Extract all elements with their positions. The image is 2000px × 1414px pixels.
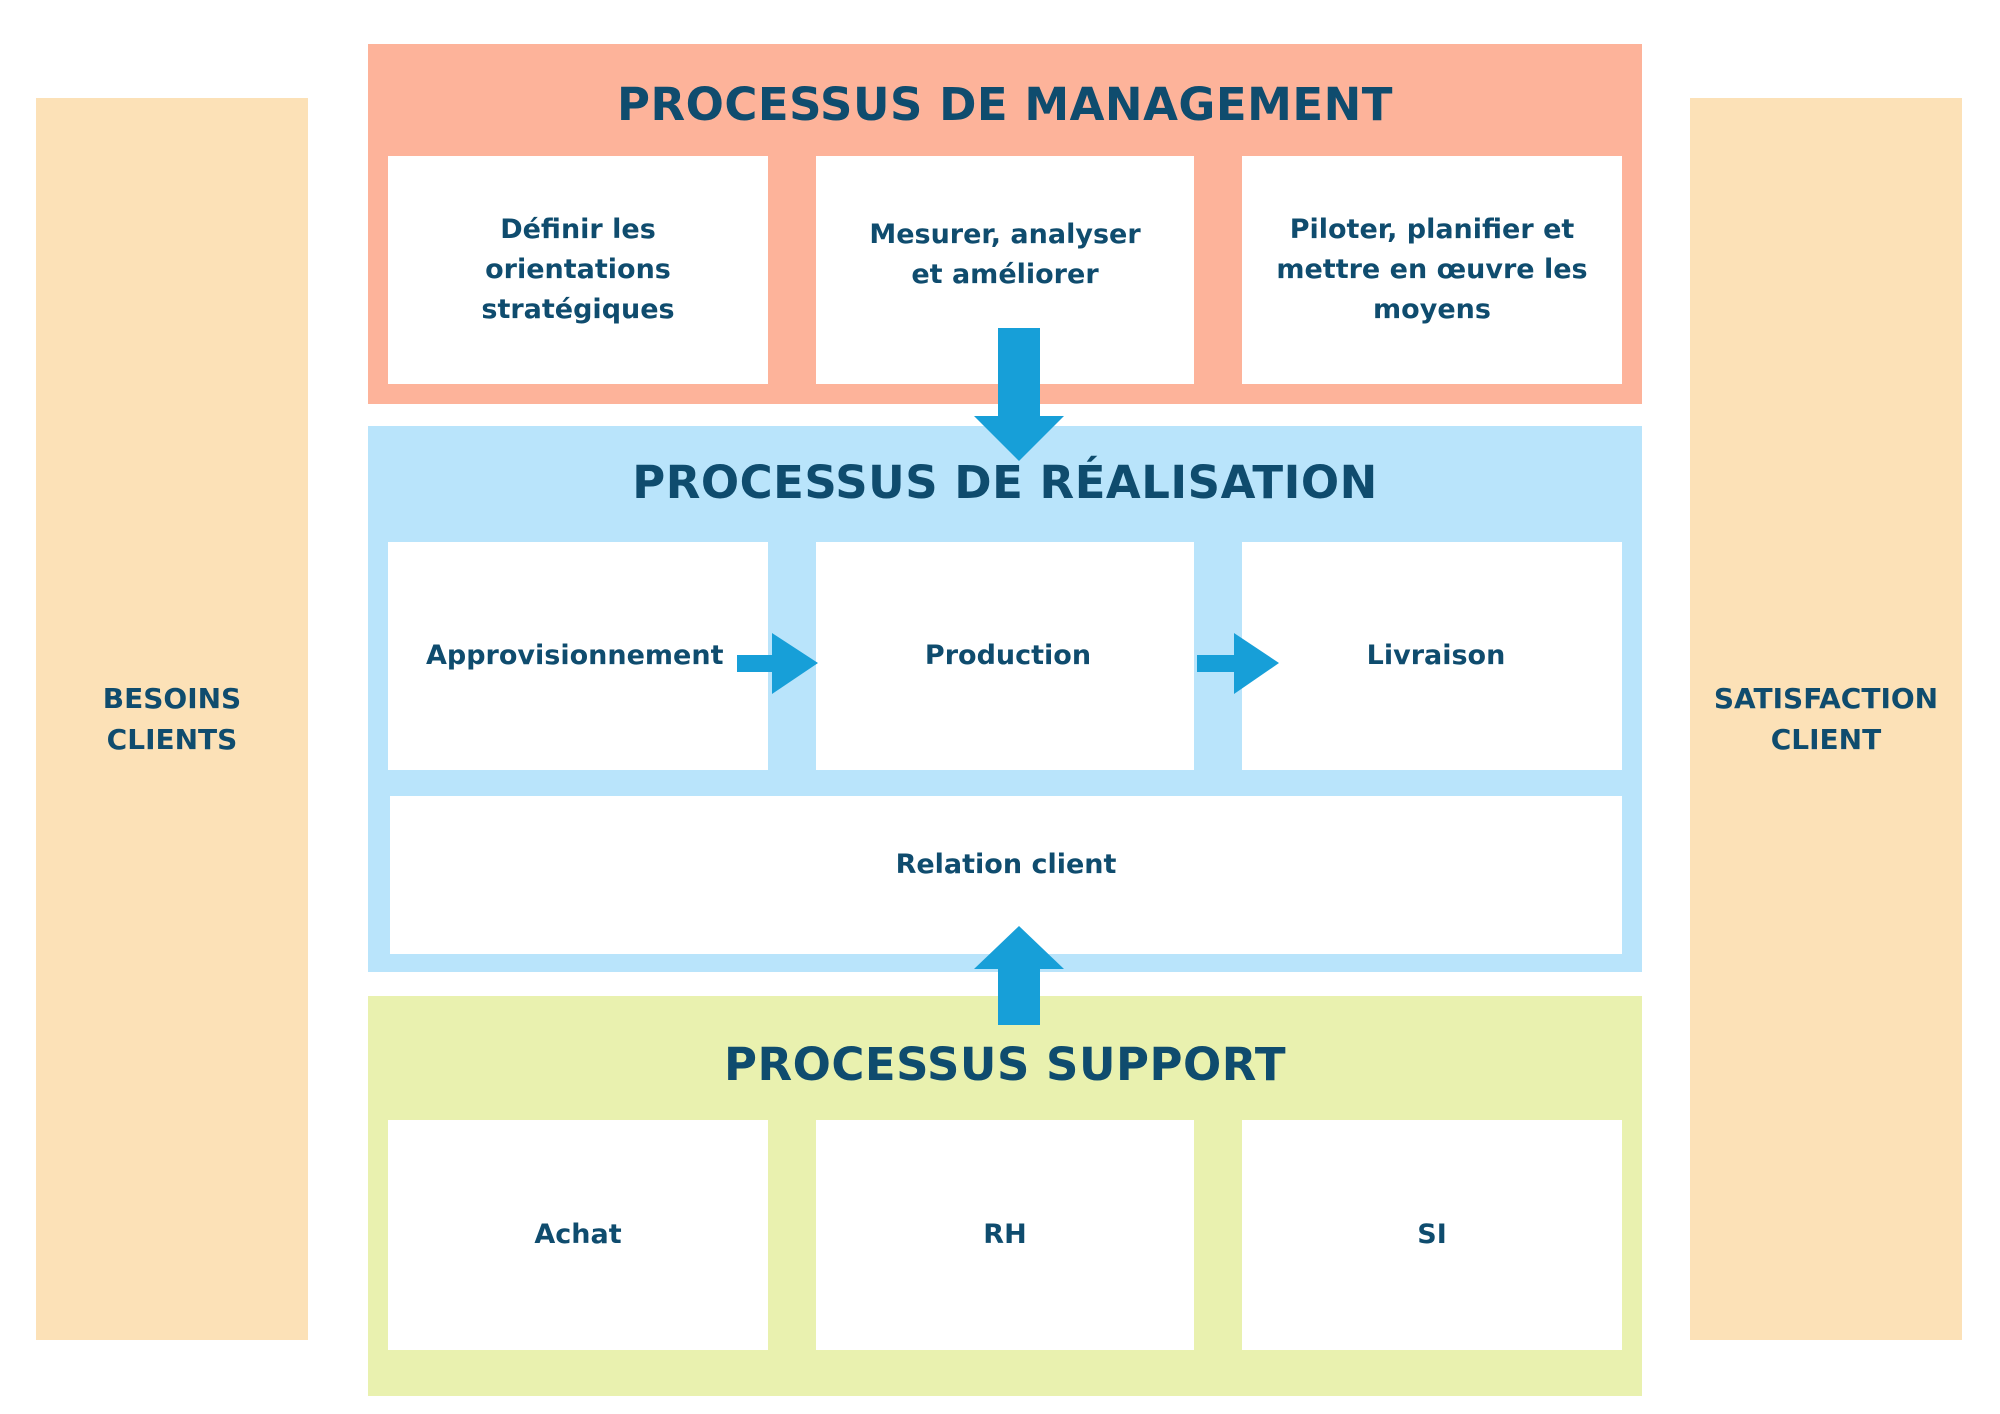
realisation-box-customer-relation-label: Relation client — [895, 849, 1117, 880]
support-process-title: PROCESSUS SUPPORT — [723, 1038, 1287, 1091]
realisation-box-supply: Approvisionnement — [388, 542, 768, 770]
management-box-strategy: Définir les orientations stratégiques — [388, 156, 768, 384]
support-box-is: SI — [1242, 1120, 1622, 1350]
customer-satisfaction-label: SATISFACTION CLIENT — [1714, 678, 1938, 760]
support-box-hr-label: RH — [983, 1219, 1027, 1250]
support-box-purchasing-label: Achat — [534, 1219, 622, 1250]
support-box-is-label: SI — [1417, 1219, 1447, 1250]
realisation-box-delivery: Livraison — [1242, 542, 1622, 770]
customer-needs-line2: CLIENTS — [106, 723, 238, 756]
customer-satisfaction-line2: CLIENT — [1770, 723, 1882, 756]
realisation-box-production-label: Production — [924, 640, 1092, 671]
management-box-measure-line1: Mesurer, analyser — [869, 219, 1141, 250]
customer-satisfaction-line1: SATISFACTION — [1713, 682, 1939, 715]
management-box-strategy-line2: orientations — [485, 254, 671, 285]
management-box-pilot-line3: moyens — [1373, 294, 1491, 325]
support-process-band: PROCESSUS SUPPORT Achat RH SI — [368, 996, 1642, 1396]
management-box-pilot-text: Piloter, planifier et mettre en œuvre le… — [1276, 210, 1587, 330]
realisation-box-delivery-label: Livraison — [1366, 640, 1506, 671]
management-process-title: PROCESSUS DE MANAGEMENT — [617, 78, 1393, 131]
management-box-strategy-text: Définir les orientations stratégiques — [481, 210, 674, 330]
management-box-pilot-line1: Piloter, planifier et — [1289, 214, 1575, 245]
realisation-process-band: PROCESSUS DE RÉALISATION Approvisionneme… — [368, 426, 1642, 972]
support-box-purchasing: Achat — [388, 1120, 768, 1350]
customer-needs-label: BESOINS CLIENTS — [103, 678, 241, 760]
management-box-pilot: Piloter, planifier et mettre en œuvre le… — [1242, 156, 1622, 384]
management-box-strategy-line3: stratégiques — [481, 294, 675, 325]
customer-needs-line1: BESOINS — [102, 682, 242, 715]
realisation-box-production: Production — [816, 542, 1194, 770]
customer-needs-column: BESOINS CLIENTS — [36, 98, 308, 1340]
management-box-measure-text: Mesurer, analyser et améliorer — [869, 215, 1140, 295]
management-box-measure-line2: et améliorer — [911, 259, 1099, 290]
management-box-strategy-line1: Définir les — [500, 214, 656, 245]
management-process-band: PROCESSUS DE MANAGEMENT Définir les orie… — [368, 44, 1642, 404]
management-box-pilot-line2: mettre en œuvre les — [1276, 254, 1588, 285]
management-box-measure: Mesurer, analyser et améliorer — [816, 156, 1194, 384]
support-box-hr: RH — [816, 1120, 1194, 1350]
customer-satisfaction-column: SATISFACTION CLIENT — [1690, 98, 1962, 1340]
realisation-process-title: PROCESSUS DE RÉALISATION — [632, 456, 1378, 509]
realisation-box-customer-relation: Relation client — [390, 796, 1622, 954]
realisation-box-supply-label: Approvisionnement — [426, 640, 724, 671]
